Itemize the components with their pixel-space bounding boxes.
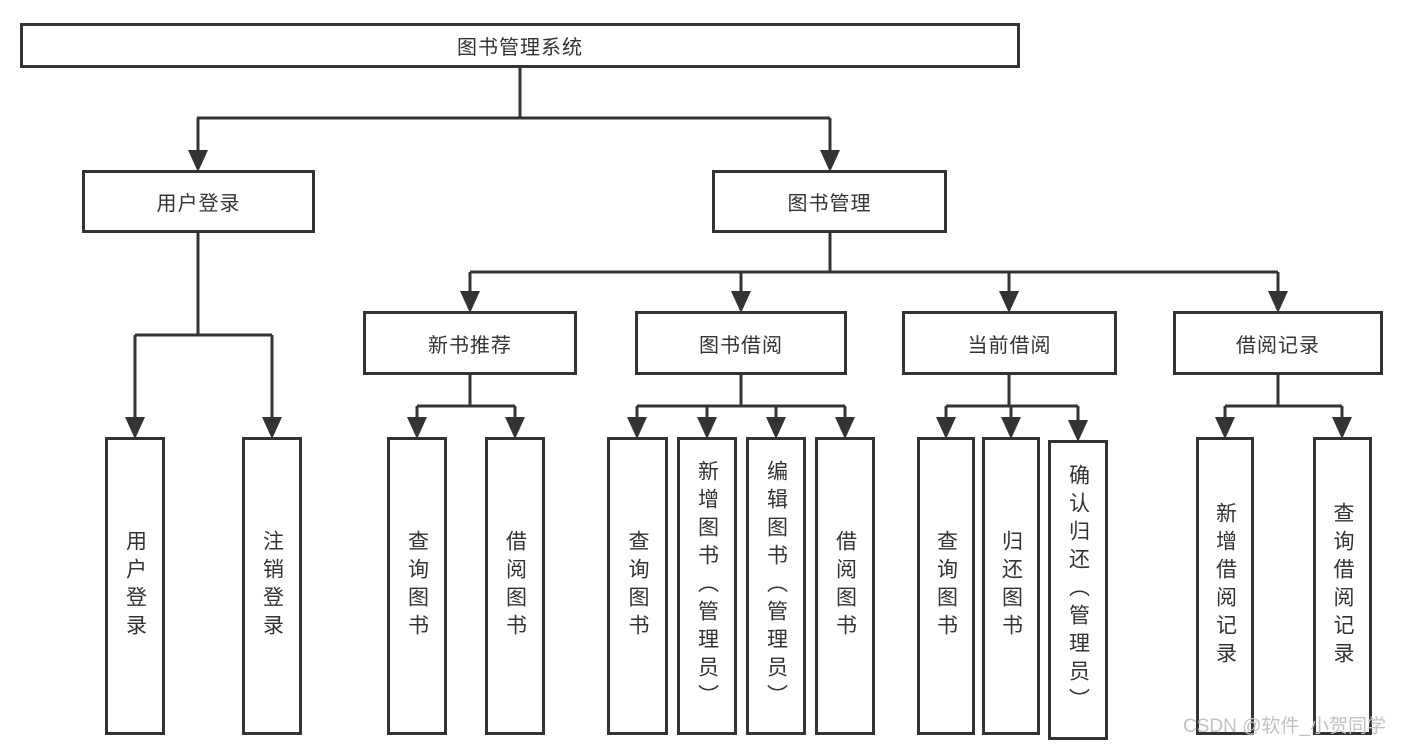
node-borrowing-records: 借阅记录 — [1173, 311, 1383, 375]
node-library-management-system: 图书管理系统 — [20, 23, 1020, 68]
leaf-user-login: 用户登录 — [105, 437, 165, 735]
leaf-records-add-record: 新增借阅记录 — [1196, 437, 1254, 735]
connector-arrowheads — [125, 150, 1352, 442]
leaf-recommend-borrow-books: 借阅图书 — [485, 437, 545, 735]
leaf-current-query-books: 查询图书 — [917, 437, 975, 735]
node-book-management-branch: 图书管理 — [712, 170, 947, 233]
node-current-borrowing: 当前借阅 — [902, 311, 1117, 375]
csdn-watermark: CSDN @软件_小贺同学 — [1183, 716, 1386, 737]
leaf-borrowing-query-books: 查询图书 — [607, 437, 668, 735]
leaf-current-confirm-return-admin: 确认归还（管理员） — [1048, 440, 1108, 740]
leaf-borrowing-edit-books-admin: 编辑图书（管理员） — [746, 437, 806, 735]
leaf-recommend-query-books: 查询图书 — [387, 437, 447, 735]
leaf-borrowing-borrow-books: 借阅图书 — [815, 437, 875, 735]
connector-shafts — [133, 68, 1344, 423]
leaf-logout: 注销登录 — [242, 437, 302, 735]
leaf-records-query-record: 查询借阅记录 — [1313, 437, 1372, 735]
leaf-borrowing-add-books-admin: 新增图书（管理员） — [677, 437, 737, 735]
node-book-borrowing: 图书借阅 — [635, 311, 847, 375]
node-new-book-recommend: 新书推荐 — [363, 311, 577, 375]
leaf-current-return-books: 归还图书 — [982, 437, 1040, 735]
node-user-login-branch: 用户登录 — [82, 170, 315, 233]
